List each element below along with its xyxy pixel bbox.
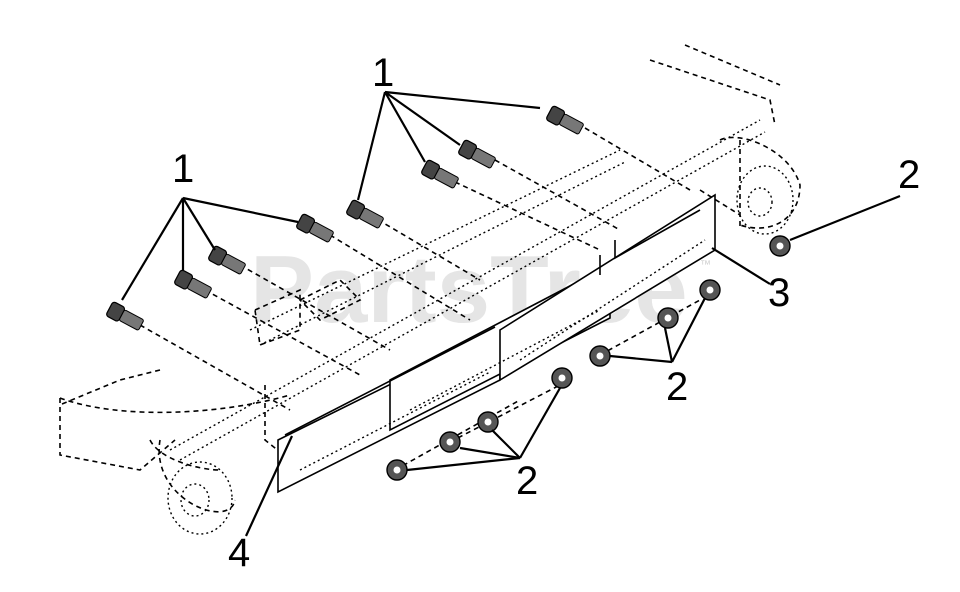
nut-icon (589, 345, 611, 367)
bolts (106, 105, 584, 331)
deck-frame-outline (59, 44, 801, 513)
bolt-icon (174, 269, 212, 299)
bolt-icon (346, 199, 384, 229)
frame-rail (169, 119, 766, 461)
callout-2-right: 2 (898, 153, 920, 197)
nut-icon (386, 459, 408, 481)
right-hub (736, 165, 794, 235)
bolt-icon (296, 213, 334, 243)
callout-2-bottom: 2 (516, 459, 538, 503)
nut-icon (477, 411, 499, 433)
callout-3: 3 (768, 271, 790, 315)
left-hub (167, 461, 233, 535)
bolt-icon (458, 139, 496, 169)
nut-icon (769, 235, 791, 257)
bolt-axes (139, 127, 701, 471)
nut-icon (439, 431, 461, 453)
bolt-icon (421, 159, 459, 189)
watermark-trademark: ™ (700, 259, 711, 271)
bolt-icon (546, 105, 584, 135)
bolt-icon (106, 301, 144, 331)
callout-1-top: 1 (372, 51, 394, 95)
nuts (386, 235, 791, 481)
callout-4: 4 (228, 531, 250, 575)
nut-icon (551, 367, 573, 389)
bolt-icon (208, 245, 246, 275)
leader-lines (121, 90, 901, 537)
callout-1-left: 1 (172, 147, 194, 191)
nut-icon (699, 279, 721, 301)
callouts: 1 1 2 2 2 3 4 (172, 51, 920, 575)
nut-icon (657, 307, 679, 329)
baffle-assembly (277, 193, 716, 494)
callout-2-middle: 2 (666, 365, 688, 409)
